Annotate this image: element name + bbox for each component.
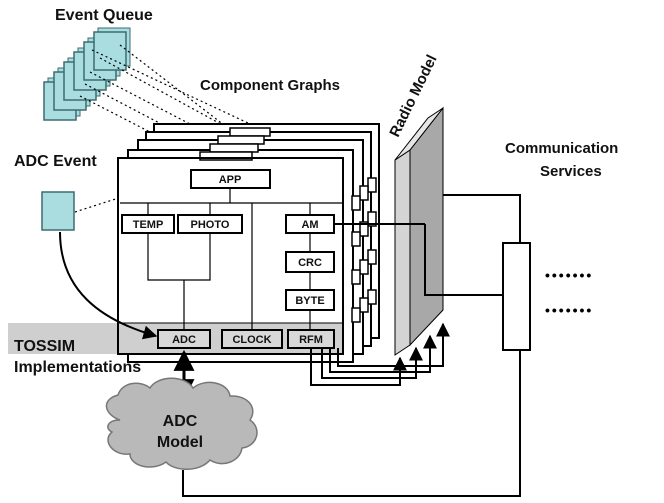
adc-event-arrow xyxy=(59,231,158,340)
photo-box xyxy=(177,214,243,234)
am-label: AM xyxy=(301,219,318,231)
byte-label: BYTE xyxy=(295,295,324,307)
frame-top-tabs xyxy=(199,127,271,161)
adc-box xyxy=(157,329,211,349)
dots-row-2: ••••••• xyxy=(545,302,593,318)
crc-label: CRC xyxy=(298,257,322,269)
queue-box xyxy=(93,31,127,71)
component-graphs-label: Component Graphs xyxy=(200,77,340,94)
crc-box xyxy=(285,251,335,273)
rfm-label: RFM xyxy=(299,334,323,346)
tossim-label: TOSSIM xyxy=(14,338,75,355)
component-wiring xyxy=(120,188,343,330)
component-boxes: APP TEMP PHOTO AM CRC BYTE ADC CLOCK RFM xyxy=(121,169,335,349)
rfm-radio-arrows xyxy=(310,322,450,386)
implementations-label: Implementations xyxy=(14,359,141,376)
adc-event-box xyxy=(41,191,75,231)
radio-model-slab xyxy=(394,106,444,356)
services-label: Services xyxy=(540,163,602,180)
frame-port-squares xyxy=(351,177,377,323)
temp-label: TEMP xyxy=(133,219,164,231)
adc-model-label-line1: ADC xyxy=(163,413,198,430)
event-queue-stack xyxy=(43,27,131,121)
adc-model-label-line2: Model xyxy=(157,434,203,451)
dots-row-1: ••••••• xyxy=(545,267,593,283)
clock-label: CLOCK xyxy=(232,334,271,346)
temp-box xyxy=(121,214,175,234)
adc-event-label: ADC Event xyxy=(14,153,97,170)
adc-label: ADC xyxy=(172,334,196,346)
communication-label: Communication xyxy=(505,140,618,157)
clock-box xyxy=(221,329,283,349)
radio-links xyxy=(182,194,521,497)
app-box xyxy=(190,169,271,189)
app-label: APP xyxy=(219,174,242,186)
adc-model-cloud xyxy=(105,377,258,470)
photo-label: PHOTO xyxy=(191,219,230,231)
communication-services-bar xyxy=(502,242,531,351)
event-queue-label: Event Queue xyxy=(55,7,153,24)
byte-box xyxy=(285,289,335,311)
